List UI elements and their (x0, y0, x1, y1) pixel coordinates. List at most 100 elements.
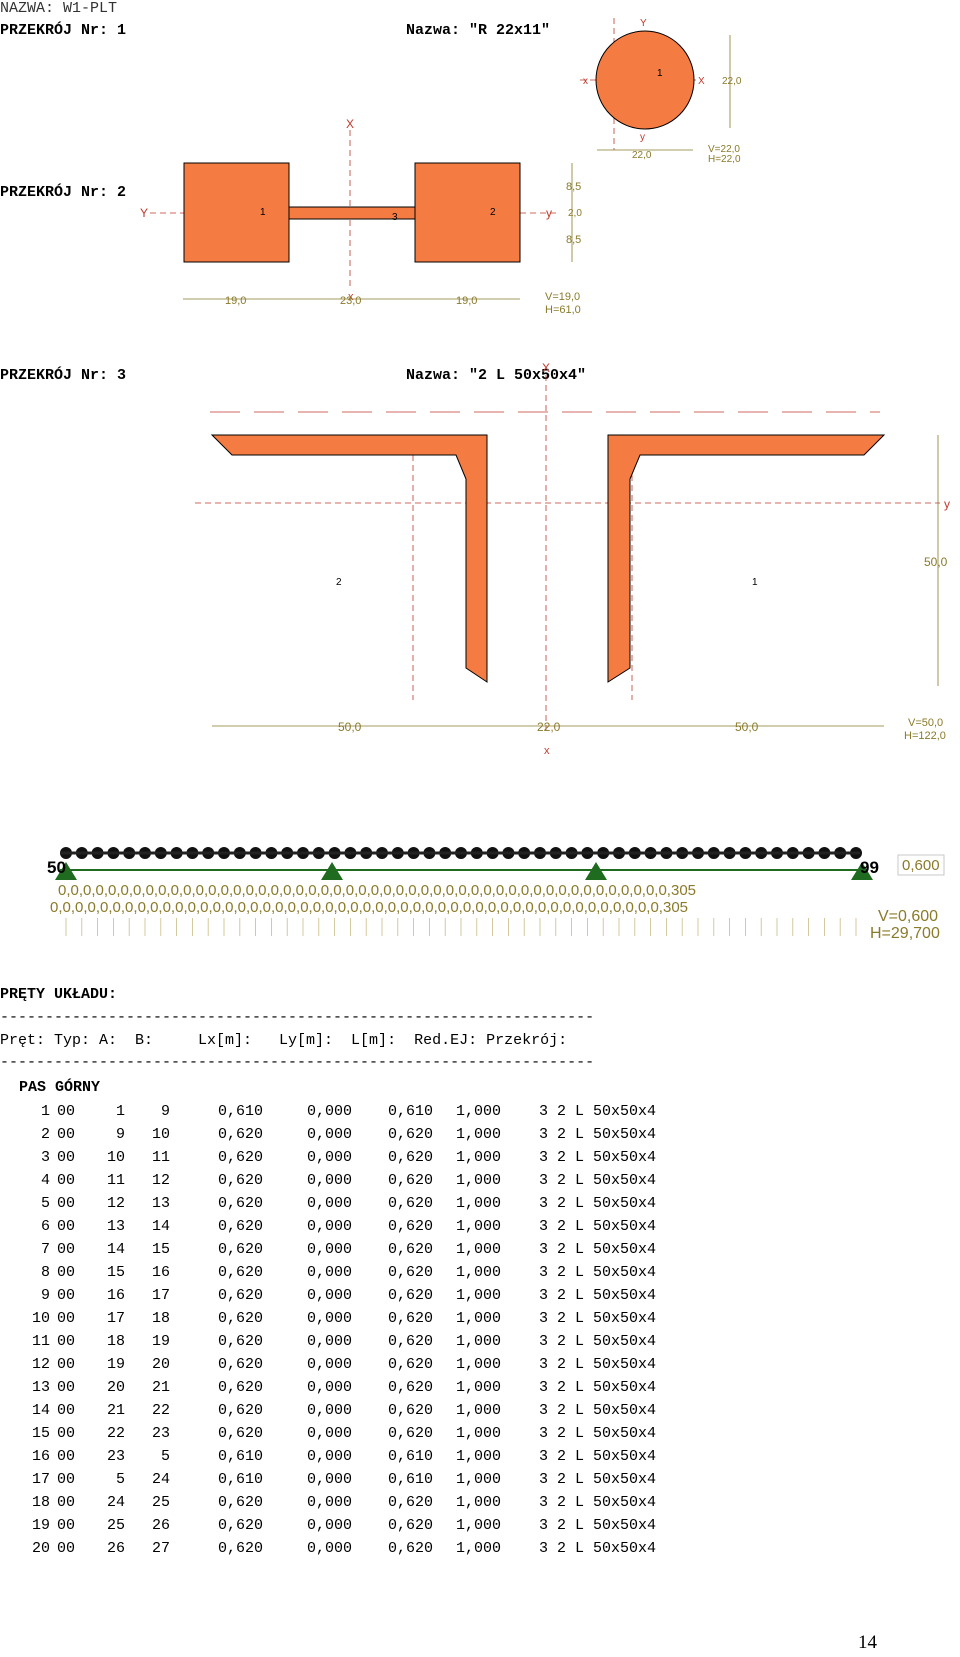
table-cell: 0,620 (388, 1494, 434, 1511)
table-cell: 3 2 L 50x50x4 (539, 1356, 657, 1373)
table-cell: 0,610 (218, 1103, 264, 1120)
truss-v: V=0,600 (878, 908, 938, 925)
table-cell: 0,620 (388, 1241, 434, 1258)
section1-dim-right: 22,0 (722, 76, 742, 87)
table-cell: 00 (57, 1126, 76, 1143)
table-cell: 0,000 (307, 1379, 353, 1396)
table-cell: 20 (151, 1356, 170, 1373)
section3-axis-y: y (944, 497, 950, 511)
table-cell: 00 (57, 1471, 76, 1488)
table-cell: 1,000 (456, 1333, 502, 1350)
table-cell: 00 (57, 1540, 76, 1557)
section1-circle (595, 30, 695, 130)
section2-dim-r1: 8,5 (566, 181, 581, 193)
table-cell: 1,000 (456, 1379, 502, 1396)
table-cell: 21 (106, 1402, 125, 1419)
truss-support (585, 862, 607, 880)
table-cell: 0,000 (307, 1448, 353, 1465)
table-cell: 3 2 L 50x50x4 (539, 1287, 657, 1304)
table-cell: 3 2 L 50x50x4 (539, 1195, 657, 1212)
section2-part-2 (414, 162, 521, 263)
table-cell: 3 2 L 50x50x4 (539, 1241, 657, 1258)
table-cell: 3 2 L 50x50x4 (539, 1494, 657, 1511)
table-cell: 8 (40, 1264, 50, 1281)
table-cell: 00 (57, 1264, 76, 1281)
table-cell: 0,620 (388, 1356, 434, 1373)
section2-dim-b3: 19,0 (456, 295, 477, 307)
section3-label: PRZEKRÓJ Nr: 3 (0, 367, 127, 384)
table-cell: 0,000 (307, 1356, 353, 1373)
table-cell: 15 (106, 1264, 125, 1281)
table-cell: 3 2 L 50x50x4 (539, 1103, 657, 1120)
truss-drawing: 50 99 0,600 0,0,0,0,0,0,0,0,0,0,0,0,0,0,… (47, 847, 945, 942)
table-cell: 0,620 (388, 1517, 434, 1534)
section3-axis-x: x (544, 745, 550, 757)
table-cell: 1,000 (456, 1471, 502, 1488)
table-cell: 10 (31, 1310, 50, 1327)
table-cell: 3 2 L 50x50x4 (539, 1379, 657, 1396)
table-cell: 00 (57, 1310, 76, 1327)
table-cell: 4 (40, 1172, 50, 1189)
table-cell: 13 (151, 1195, 170, 1212)
table-cell: 3 2 L 50x50x4 (539, 1517, 657, 1534)
section3-part-label-2: 2 (336, 577, 342, 588)
table-cell: 3 2 L 50x50x4 (539, 1540, 657, 1557)
section3-angle-left (210, 434, 488, 683)
section2-dim-r3: 8,5 (566, 234, 581, 246)
table-cell: 17 (106, 1310, 125, 1327)
table-cell: 11 (31, 1333, 50, 1350)
table-cell: 0,000 (307, 1126, 353, 1143)
table-cell: 0,000 (307, 1540, 353, 1557)
section3-axis-X: X (542, 361, 550, 375)
truss-row-2: 0,0,0,0,0,0,0,0,0,0,0,0,0,0,0,0,0,0,0,0,… (50, 899, 688, 916)
table-cell: 0,000 (307, 1172, 353, 1189)
table-cell: 17 (151, 1287, 170, 1304)
section3-dim-right: 50,0 (924, 555, 948, 569)
section1-name: Nazwa: "R 22x11" (406, 22, 551, 39)
table-cell: 9 (115, 1126, 125, 1143)
table-cell: 0,620 (388, 1540, 434, 1557)
table-cell: 0,620 (388, 1425, 434, 1442)
section3-v: V=50,0 (908, 717, 943, 729)
truss-h: H=29,700 (870, 925, 940, 942)
table-cell: 0,000 (307, 1195, 353, 1212)
section1-h: H=22,0 (708, 154, 741, 165)
table-cell: 1,000 (456, 1402, 502, 1419)
table-cell: 00 (57, 1448, 76, 1465)
section3-angle-right (607, 434, 886, 683)
section2-part-label-2: 2 (490, 207, 496, 218)
table-cell: 00 (57, 1149, 76, 1166)
table-cell: 1,000 (456, 1264, 502, 1281)
section1-axis-x: x (583, 76, 588, 87)
truss-support (851, 862, 873, 880)
table-cell: 0,620 (218, 1310, 264, 1327)
table-cell: 0,620 (388, 1218, 434, 1235)
table-cell: 0,610 (388, 1471, 434, 1488)
section3-dim-b2: 22,0 (537, 720, 561, 734)
table-cell: 0,000 (307, 1517, 353, 1534)
table-cell: 0,620 (388, 1402, 434, 1419)
table-cell: 00 (57, 1172, 76, 1189)
members-group: PAS GÓRNY (19, 1079, 101, 1096)
section1-axis-Y: Y (640, 18, 647, 29)
table-cell: 0,620 (218, 1402, 264, 1419)
section2-axis-y: y (546, 206, 552, 220)
table-cell: 27 (151, 1540, 170, 1557)
table-cell: 1,000 (456, 1149, 502, 1166)
table-cell: 18 (106, 1333, 125, 1350)
table-cell: 26 (151, 1517, 170, 1534)
table-cell: 16 (106, 1287, 125, 1304)
table-cell: 3 2 L 50x50x4 (539, 1218, 657, 1235)
table-cell: 9 (160, 1103, 170, 1120)
table-cell: 1,000 (456, 1287, 502, 1304)
table-cell: 0,620 (218, 1172, 264, 1189)
table-cell: 5 (40, 1195, 50, 1212)
section3-h: H=122,0 (904, 730, 946, 742)
table-cell: 0,620 (218, 1517, 264, 1534)
name-line: NAZWA: W1-PLT (0, 0, 118, 17)
section2-part-label-1: 1 (260, 207, 266, 218)
table-cell: 0,620 (218, 1149, 264, 1166)
table-cell: 1,000 (456, 1356, 502, 1373)
table-cell: 24 (106, 1494, 125, 1511)
table-cell: 15 (31, 1425, 50, 1442)
